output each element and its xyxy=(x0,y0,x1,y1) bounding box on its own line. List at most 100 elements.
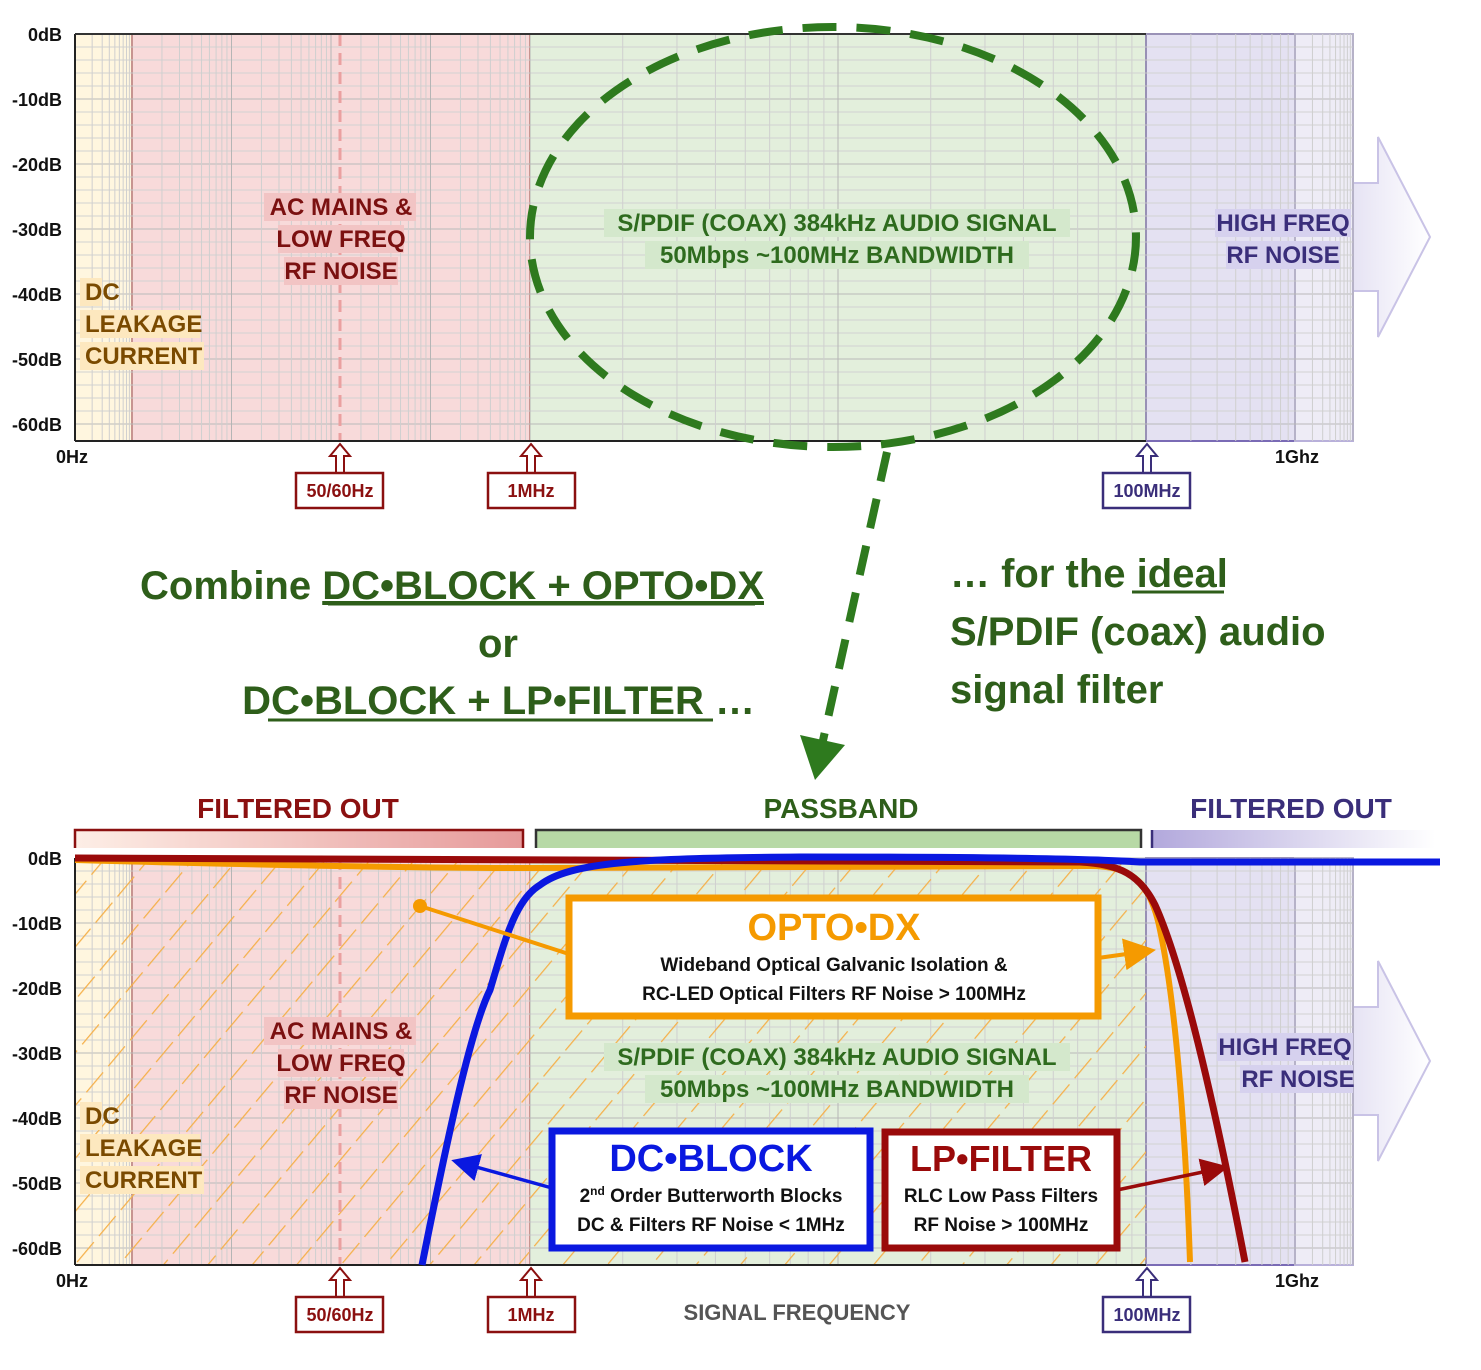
x-end-label: 1Ghz xyxy=(1275,1271,1319,1291)
x-start-label: 0Hz xyxy=(56,1271,88,1291)
svg-text:S/PDIF (COAX) 384kHz AUDIO SIG: S/PDIF (COAX) 384kHz AUDIO SIGNAL xyxy=(617,1044,1056,1071)
svg-text:AC MAINS &: AC MAINS & xyxy=(270,1018,413,1045)
ac-label: AC MAINS & LOW FREQ RF NOISE xyxy=(264,1017,416,1109)
y-axis-label: 0dB xyxy=(28,25,62,45)
dc-block-callout-arrow xyxy=(451,1154,553,1190)
y-axis-labels: 0dB -10dB -20dB -30dB -40dB -50dB -60dB xyxy=(12,25,62,435)
lp-filter-response-curve xyxy=(74,854,1249,1263)
opto-dx-callout: OPTO•DX Wideband Optical Galvanic Isolat… xyxy=(565,894,1102,1020)
dc-region xyxy=(75,34,132,441)
band-filtered-out-left: FILTERED OUT xyxy=(197,793,399,824)
dashed-pointer-arrow xyxy=(818,451,891,746)
y-axis-label: 0dB xyxy=(28,849,62,869)
marker-100mhz: 100MHz xyxy=(1101,442,1192,510)
hf-label: HIGH FREQ RF NOISE xyxy=(1215,209,1351,269)
y-axis-label: -20dB xyxy=(12,155,62,175)
svg-text:RLC Low Pass Filters: RLC Low Pass Filters xyxy=(904,1186,1098,1207)
y-axis-labels: 0dB -10dB -20dB -30dB -40dB -50dB -60dB xyxy=(12,849,62,1259)
caption-line-1: Combine DC•BLOCK + OPTO•DX xyxy=(140,564,764,608)
svg-text:1MHz: 1MHz xyxy=(507,1305,554,1325)
y-axis-label: -60dB xyxy=(12,1239,62,1259)
x-end-label: 1Ghz xyxy=(1275,447,1319,467)
right-arrow-shape xyxy=(1352,960,1432,1162)
caption-right-1: … for the ideal xyxy=(950,552,1228,596)
dc-label: DC LEAKAGE CURRENT xyxy=(80,1102,204,1194)
hf-region xyxy=(1145,857,1296,1266)
y-axis-label: -40dB xyxy=(12,285,62,305)
dc-block-callout: DC•BLOCK 2nd Order Butterworth Blocks DC… xyxy=(548,1127,874,1252)
band-bar-center xyxy=(534,828,1143,848)
svg-text:DC & Filters RF Noise < 1MHz: DC & Filters RF Noise < 1MHz xyxy=(577,1215,845,1236)
svg-text:RF NOISE: RF NOISE xyxy=(1226,242,1339,269)
svg-text:DC: DC xyxy=(85,1103,120,1130)
svg-text:50/60Hz: 50/60Hz xyxy=(306,1305,373,1325)
caption-right-3: signal filter xyxy=(950,668,1163,712)
spdif-label: S/PDIF (COAX) 384kHz AUDIO SIGNAL 50Mbps… xyxy=(604,1043,1070,1103)
svg-text:RF Noise > 100MHz: RF Noise > 100MHz xyxy=(914,1215,1089,1236)
passband-highlight-ellipse xyxy=(526,23,1140,451)
svg-text:CURRENT: CURRENT xyxy=(85,343,203,370)
dc-label: DC LEAKAGE CURRENT xyxy=(80,278,204,370)
lp-filter-callout: LP•FILTER RLC Low Pass Filters RF Noise … xyxy=(881,1128,1121,1252)
y-axis-label: -10dB xyxy=(12,90,62,110)
opto-title: OPTO•DX xyxy=(747,907,921,949)
svg-text:100MHz: 100MHz xyxy=(1113,481,1180,501)
svg-text:RF NOISE: RF NOISE xyxy=(284,258,397,285)
band-bar-left xyxy=(73,828,525,848)
opto-callout-arrow xyxy=(1097,938,1156,971)
y-axis-label: -10dB xyxy=(12,914,62,934)
marker-100mhz: 100MHz xyxy=(1101,1266,1192,1334)
lp-filter-callout-arrow xyxy=(1116,1158,1229,1192)
x-start-label: 0Hz xyxy=(56,447,88,467)
svg-text:S/PDIF (COAX) 384kHz AUDIO SIG: S/PDIF (COAX) 384kHz AUDIO SIGNAL xyxy=(617,210,1056,237)
pointer-arrowhead xyxy=(800,735,845,780)
x-axis-title: SIGNAL FREQUENCY xyxy=(684,1300,911,1325)
svg-text:AC MAINS &: AC MAINS & xyxy=(270,194,413,221)
hf-label: HIGH FREQ RF NOISE xyxy=(1217,1033,1355,1093)
y-axis-label: -40dB xyxy=(12,1109,62,1129)
lp-filter-title: LP•FILTER xyxy=(910,1138,1092,1179)
svg-text:LOW FREQ: LOW FREQ xyxy=(276,226,405,253)
y-axis-label: -30dB xyxy=(12,220,62,240)
svg-text:100MHz: 100MHz xyxy=(1113,1305,1180,1325)
svg-text:HIGH FREQ: HIGH FREQ xyxy=(1218,1034,1351,1061)
marker-50-60hz: 50/60Hz xyxy=(294,442,385,510)
caption-line-3: DC•BLOCK + LP•FILTER … xyxy=(242,679,755,723)
svg-text:LOW FREQ: LOW FREQ xyxy=(276,1050,405,1077)
ac-label: AC MAINS & LOW FREQ RF NOISE xyxy=(264,193,416,285)
dc-block-response-curve xyxy=(418,853,1440,1266)
band-bar-right xyxy=(1152,830,1435,848)
y-axis-label: -60dB xyxy=(12,415,62,435)
spdif-label: S/PDIF (COAX) 384kHz AUDIO SIGNAL 50Mbps… xyxy=(604,209,1070,269)
y-axis-label: -50dB xyxy=(12,1174,62,1194)
dc-block-title: DC•BLOCK xyxy=(609,1138,813,1180)
band-filtered-out-right: FILTERED OUT xyxy=(1190,793,1392,824)
band-passband: PASSBAND xyxy=(763,793,918,824)
caption-or: or xyxy=(478,622,518,666)
marker-50-60hz: 50/60Hz xyxy=(294,1266,385,1334)
svg-text:LEAKAGE: LEAKAGE xyxy=(85,1135,202,1162)
svg-text:1MHz: 1MHz xyxy=(507,481,554,501)
top-frequency-chart: 0dB -10dB -20dB -30dB -40dB -50dB -60dB 0Hz 1G… xyxy=(12,23,1432,510)
y-axis-label: -50dB xyxy=(12,350,62,370)
hf-region xyxy=(1145,33,1296,442)
right-arrow-shape xyxy=(1352,136,1432,338)
grid xyxy=(74,33,1354,441)
caption-right-2: S/PDIF (coax) audio xyxy=(950,610,1326,654)
svg-text:LEAKAGE: LEAKAGE xyxy=(85,311,202,338)
y-axis-label: -20dB xyxy=(12,979,62,999)
opto-callout-line xyxy=(419,904,573,957)
middle-caption: Combine DC•BLOCK + OPTO•DX or DC•BLOCK +… xyxy=(140,552,1326,723)
svg-text:DC: DC xyxy=(85,279,120,306)
y-axis-label: -30dB xyxy=(12,1044,62,1064)
svg-text:50/60Hz: 50/60Hz xyxy=(306,481,373,501)
svg-text:50Mbps ~100MHz BANDWIDTH: 50Mbps ~100MHz BANDWIDTH xyxy=(660,242,1014,269)
svg-text:50Mbps ~100MHz BANDWIDTH: 50Mbps ~100MHz BANDWIDTH xyxy=(660,1076,1014,1103)
bottom-frequency-chart: 0dB -10dB -20dB -30dB -40dB -50dB -60dB 0Hz 1G… xyxy=(12,849,1432,1334)
svg-text:CURRENT: CURRENT xyxy=(85,1167,203,1194)
svg-text:2nd Order Butterworth Blocks: 2nd Order Butterworth Blocks xyxy=(580,1184,843,1207)
svg-text:HIGH FREQ: HIGH FREQ xyxy=(1216,210,1349,237)
marker-1mhz: 1MHz xyxy=(486,1266,577,1334)
band-headers: FILTERED OUT PASSBAND FILTERED OUT xyxy=(73,793,1435,848)
